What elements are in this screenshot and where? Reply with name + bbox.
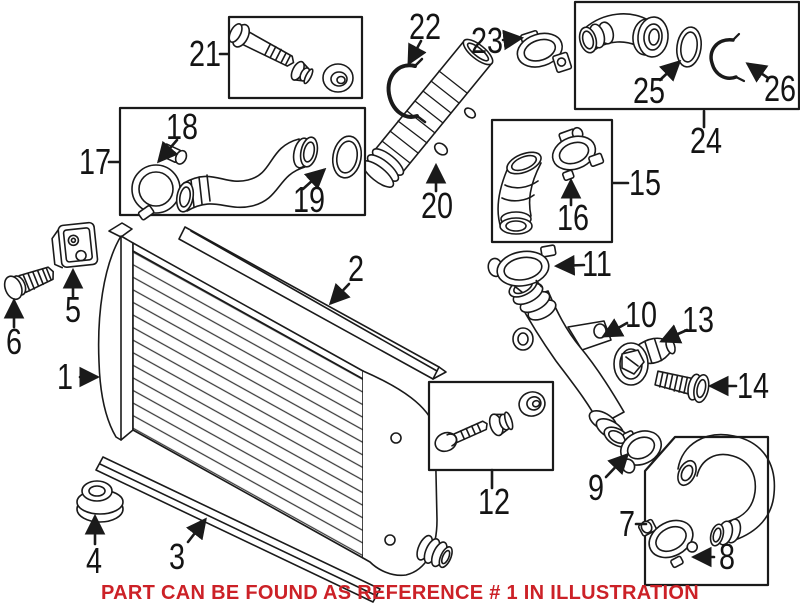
callout-6: 6	[5, 321, 23, 362]
callout-arrows	[3, 29, 770, 568]
clip-22-drawing	[386, 57, 427, 124]
callout-12: 12	[477, 481, 511, 522]
pipe-10-drawing	[508, 276, 631, 448]
grommet-4-drawing	[76, 480, 124, 523]
callout-8: 8	[718, 536, 736, 577]
plug-13-drawing	[613, 337, 676, 386]
callout-13: 13	[681, 299, 715, 340]
callout-5: 5	[64, 289, 82, 330]
callout-4: 4	[85, 540, 103, 581]
callout-19: 19	[292, 179, 326, 220]
callout-23: 23	[470, 20, 504, 61]
elbow-kit-15-drawing	[497, 126, 605, 235]
callout-11: 11	[582, 243, 612, 284]
upper-trim-drawing	[178, 226, 447, 380]
radiator-drawing	[97, 222, 468, 577]
hose-20-drawing	[361, 38, 494, 188]
callout-18: 18	[165, 106, 199, 147]
bolt-kit-21-drawing	[228, 23, 354, 93]
clamp-23-drawing	[516, 29, 573, 74]
callout-17: 17	[78, 141, 112, 182]
callout-16: 16	[556, 197, 590, 238]
bolt-kit-12-drawing	[434, 391, 546, 453]
callout-22: 22	[408, 6, 442, 47]
callout-25: 25	[632, 70, 666, 111]
callout-26: 26	[763, 68, 797, 109]
callout-9: 9	[587, 467, 605, 508]
callout-24: 24	[689, 120, 723, 161]
callout-20: 20	[420, 185, 454, 226]
callout-15: 15	[628, 162, 662, 203]
reference-note: PART CAN BE FOUND AS REFERENCE # 1 IN IL…	[101, 582, 699, 604]
screw-14-drawing	[654, 370, 710, 404]
callout-14: 14	[736, 365, 770, 406]
elbow-kit-24-drawing	[578, 13, 746, 83]
callout-2: 2	[347, 248, 365, 289]
radiator-lower-spout	[416, 534, 453, 569]
screw-6-drawing	[3, 266, 54, 301]
callout-21: 21	[188, 33, 222, 74]
callout-10: 10	[624, 294, 658, 335]
callout-7: 7	[618, 503, 636, 544]
clamp-11-drawing	[487, 244, 557, 293]
callout-1: 1	[56, 356, 74, 397]
bracket-5-drawing	[51, 221, 99, 269]
lower-trim-drawing	[95, 456, 381, 603]
callout-3: 3	[168, 536, 186, 577]
